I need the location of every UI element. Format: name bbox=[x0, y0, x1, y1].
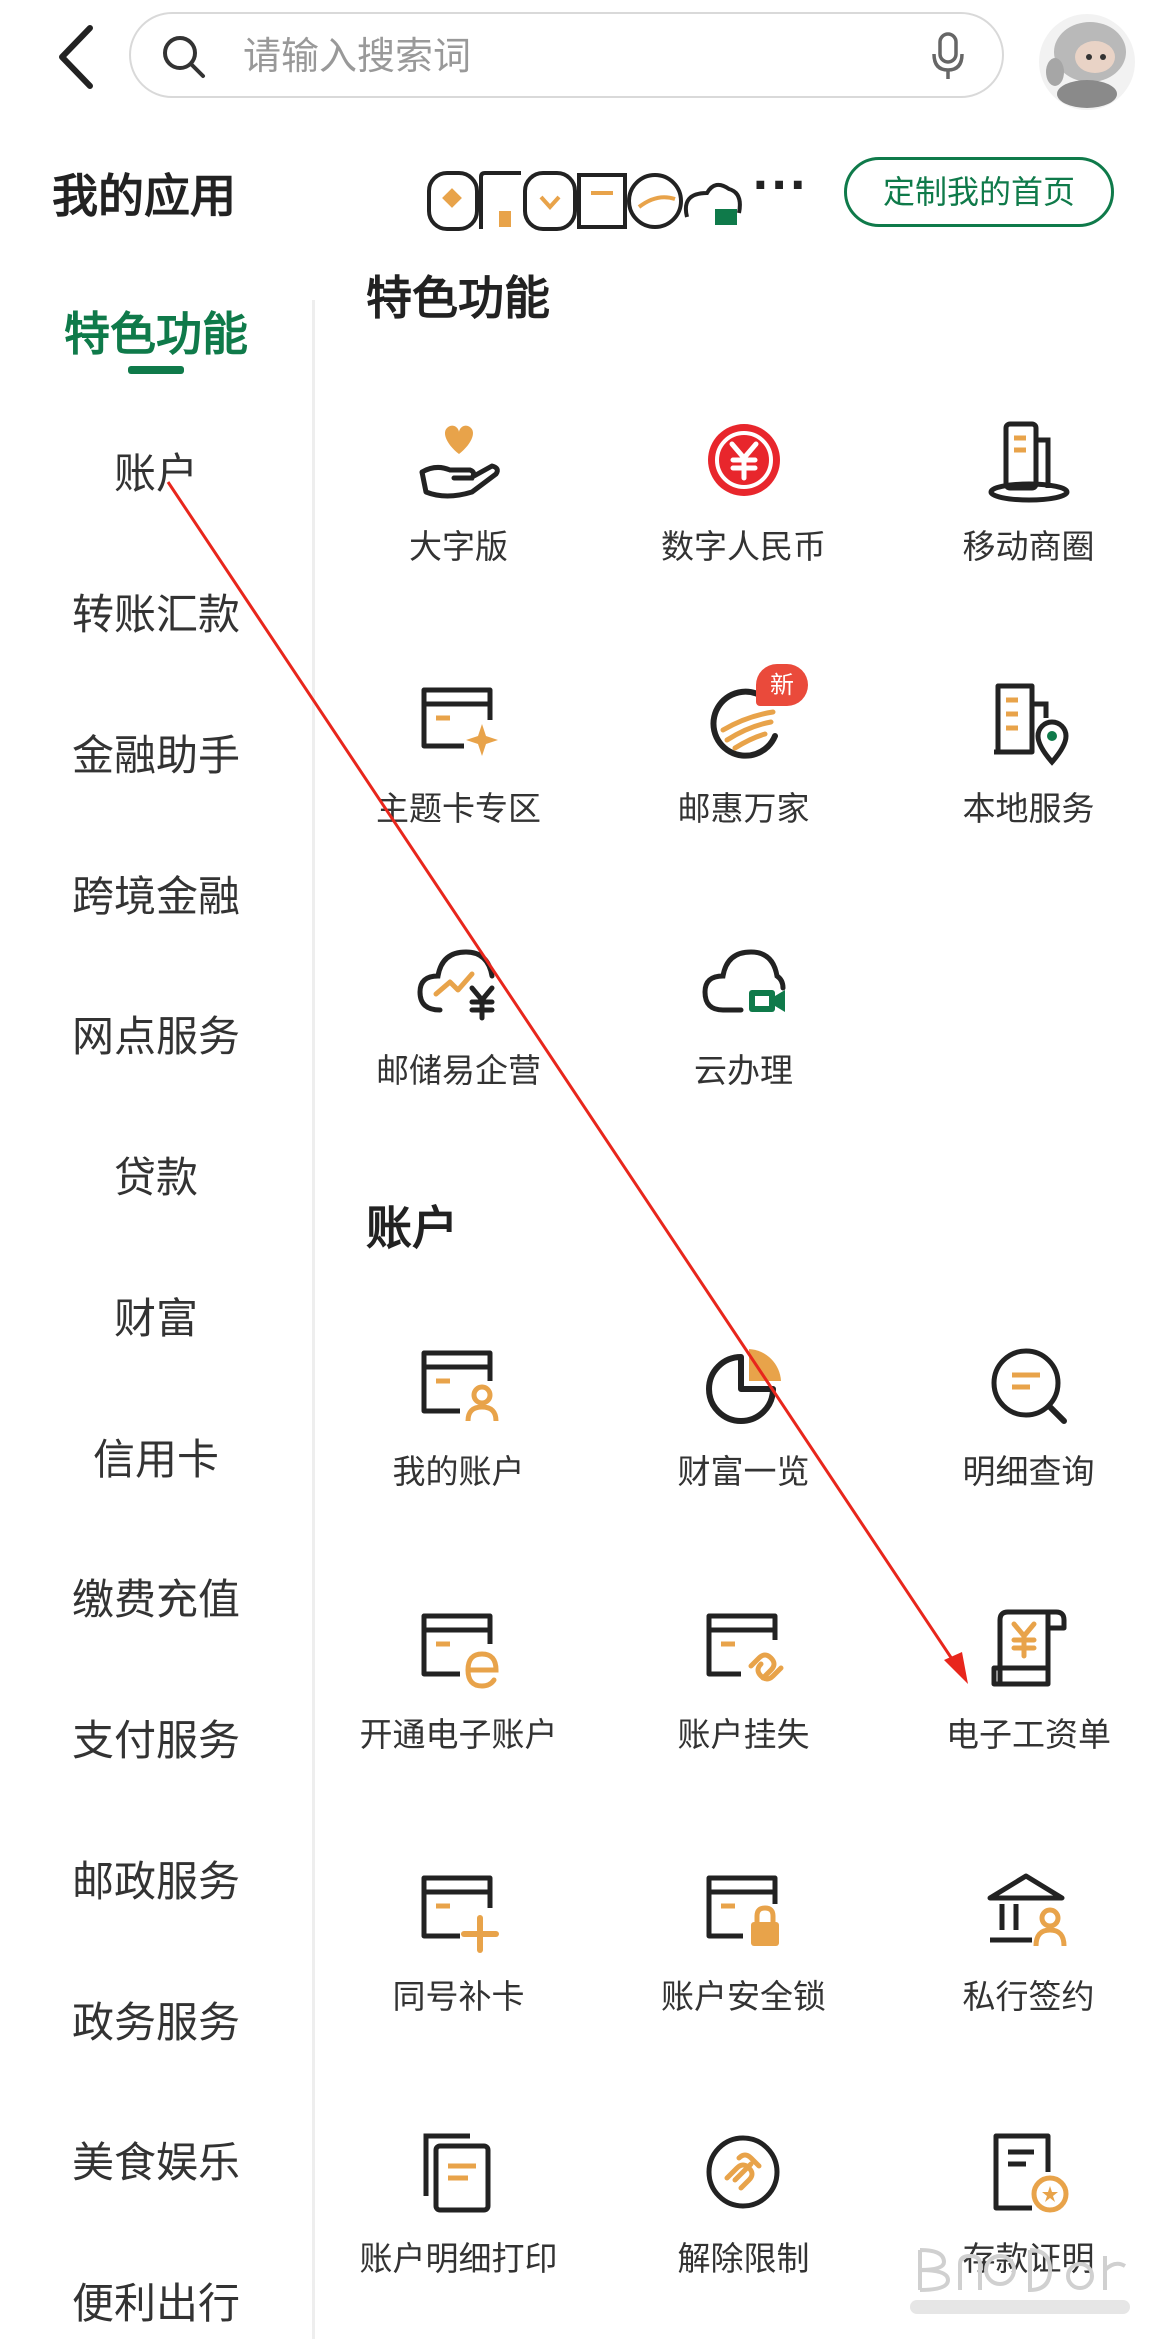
new-badge: 新 bbox=[756, 664, 808, 706]
bank-person-icon bbox=[987, 1873, 1067, 1947]
tile-same-number-replace[interactable]: 同号补卡 bbox=[316, 1870, 601, 2070]
tile-my-account[interactable]: 我的账户 bbox=[316, 1345, 601, 1545]
my-apps-title: 我的应用 bbox=[52, 169, 236, 223]
sidebar-item-postal[interactable]: 邮政服务 bbox=[71, 1857, 240, 1906]
card-plus-icon bbox=[421, 1875, 499, 1953]
print-docs-icon bbox=[423, 2133, 491, 2213]
tile-label: 账户安全锁 bbox=[661, 1977, 826, 2016]
cloud-video-icon bbox=[702, 949, 786, 1013]
customize-homepage-button[interactable]: 定制我的首页 bbox=[844, 157, 1114, 227]
search-bar[interactable] bbox=[129, 12, 1004, 98]
pie-chart-icon bbox=[706, 1349, 781, 1424]
digital-rmb-icon bbox=[708, 424, 780, 496]
tile-psbc-enterprise[interactable]: 邮储易企营 bbox=[316, 944, 601, 1144]
sidebar-item-branch[interactable]: 网点服务 bbox=[71, 1012, 240, 1061]
tile-label: 我的账户 bbox=[392, 1452, 525, 1491]
tile-open-e-account[interactable]: 开通电子账户 bbox=[316, 1608, 601, 1808]
sidebar-item-finance-assistant[interactable]: 金融助手 bbox=[71, 731, 240, 780]
my-app-icon-5 bbox=[627, 173, 683, 229]
tile-wealth-overview[interactable]: 财富一览 bbox=[601, 1345, 886, 1545]
search-icon bbox=[163, 36, 205, 78]
tile-private-bank-sign[interactable]: 私行签约 bbox=[886, 1870, 1170, 2070]
sidebar-divider bbox=[312, 300, 315, 2339]
sidebar-item-account[interactable]: 账户 bbox=[113, 449, 198, 498]
tile-report-loss[interactable]: 账户挂失 bbox=[601, 1608, 886, 1808]
tile-postal-benefits[interactable]: 新 邮惠万家 bbox=[601, 664, 886, 882]
tile-label: 大字版 bbox=[409, 527, 508, 566]
tile-large-font[interactable]: 大字版 bbox=[316, 420, 601, 620]
sidebar-item-credit-card[interactable]: 信用卡 bbox=[92, 1435, 219, 1484]
my-app-icon-6 bbox=[684, 182, 742, 225]
heart-hand-icon bbox=[419, 425, 500, 499]
card-link-icon bbox=[706, 1613, 784, 1682]
sidebar-item-food-entertainment[interactable]: 美食娱乐 bbox=[71, 2138, 240, 2187]
salary-scroll-icon bbox=[991, 1609, 1067, 1687]
tile-label: 财富一览 bbox=[677, 1452, 810, 1491]
tile-print-statement[interactable]: 账户明细打印 bbox=[316, 2132, 601, 2332]
microphone-icon[interactable] bbox=[930, 32, 966, 82]
theme-card-icon bbox=[421, 687, 498, 756]
section-title-featured: 特色功能 bbox=[366, 271, 550, 325]
card-lock-icon bbox=[706, 1875, 779, 1946]
more-apps-button[interactable]: ··· bbox=[752, 160, 809, 211]
building-icon bbox=[988, 421, 1070, 503]
sidebar-item-loan[interactable]: 贷款 bbox=[113, 1153, 198, 1202]
search-input[interactable] bbox=[241, 32, 885, 80]
cloud-yuan-icon bbox=[417, 949, 495, 1021]
tile-label: 私行签约 bbox=[962, 1977, 1095, 2016]
tile-label: 解除限制 bbox=[677, 2239, 810, 2278]
my-app-icon-1-mark bbox=[442, 188, 462, 208]
tile-remove-restriction[interactable]: 解除限制 bbox=[601, 2132, 886, 2332]
back-button[interactable] bbox=[52, 22, 102, 92]
tile-label: 明细查询 bbox=[962, 1452, 1095, 1491]
back-arrow-icon bbox=[59, 25, 93, 89]
sidebar-item-payment[interactable]: 支付服务 bbox=[71, 1716, 240, 1765]
tile-e-payslip[interactable]: 电子工资单 bbox=[886, 1608, 1170, 1808]
sidebar-item-government[interactable]: 政务服务 bbox=[71, 1998, 240, 2047]
my-apps-icon-strip[interactable] bbox=[425, 163, 745, 239]
tile-label: 数字人民币 bbox=[661, 527, 826, 566]
tile-label: 账户挂失 bbox=[677, 1715, 810, 1754]
sidebar-item-travel[interactable]: 便利出行 bbox=[71, 2279, 240, 2328]
sidebar-item-featured[interactable]: 特色功能 bbox=[64, 307, 248, 361]
tile-label: 开通电子账户 bbox=[359, 1715, 558, 1754]
certificate-icon bbox=[993, 2133, 1069, 2213]
tile-local-services[interactable]: 本地服务 bbox=[886, 682, 1170, 882]
tile-label: 本地服务 bbox=[962, 789, 1095, 828]
tile-cloud-handling[interactable]: 云办理 bbox=[601, 944, 886, 1144]
my-app-icon-4 bbox=[577, 173, 627, 229]
unlock-circle-icon bbox=[706, 2135, 780, 2209]
my-app-icon-2 bbox=[479, 171, 521, 229]
section-title-account: 账户 bbox=[366, 1201, 458, 1255]
my-app-icon-1 bbox=[427, 171, 479, 231]
search-list-icon bbox=[991, 1348, 1067, 1424]
tile-label: 账户明细打印 bbox=[359, 2239, 558, 2278]
tile-theme-card[interactable]: 主题卡专区 bbox=[316, 682, 601, 882]
watermark-logo bbox=[910, 2248, 1130, 2314]
top-bar bbox=[0, 0, 1170, 120]
my-app-icon-3 bbox=[523, 171, 577, 231]
sidebar-item-bill-pay[interactable]: 缴费充值 bbox=[71, 1575, 240, 1624]
tile-label: 邮储易企营 bbox=[376, 1051, 541, 1090]
avatar[interactable] bbox=[1035, 12, 1140, 112]
tile-detail-query[interactable]: 明细查询 bbox=[886, 1345, 1170, 1545]
tile-digital-rmb[interactable]: 数字人民币 bbox=[601, 420, 886, 620]
tile-label: 邮惠万家 bbox=[677, 789, 810, 828]
sidebar-item-cross-border[interactable]: 跨境金融 bbox=[71, 872, 240, 921]
sidebar-item-wealth[interactable]: 财富 bbox=[113, 1294, 198, 1343]
active-indicator bbox=[128, 366, 184, 374]
tile-label: 同号补卡 bbox=[392, 1977, 525, 2016]
tile-label: 主题卡专区 bbox=[376, 789, 541, 828]
tile-account-security-lock[interactable]: 账户安全锁 bbox=[601, 1870, 886, 2070]
tile-label: 云办理 bbox=[694, 1051, 793, 1090]
avatar-image bbox=[1039, 14, 1135, 110]
sidebar-item-transfer[interactable]: 转账汇款 bbox=[71, 590, 240, 639]
tile-label: 移动商圈 bbox=[962, 527, 1095, 566]
tile-label: 电子工资单 bbox=[946, 1715, 1111, 1754]
card-e-icon bbox=[421, 1613, 499, 1689]
tile-mobile-business[interactable]: 移动商圈 bbox=[886, 420, 1170, 620]
location-building-icon bbox=[994, 683, 1069, 766]
card-person-icon bbox=[421, 1350, 499, 1422]
